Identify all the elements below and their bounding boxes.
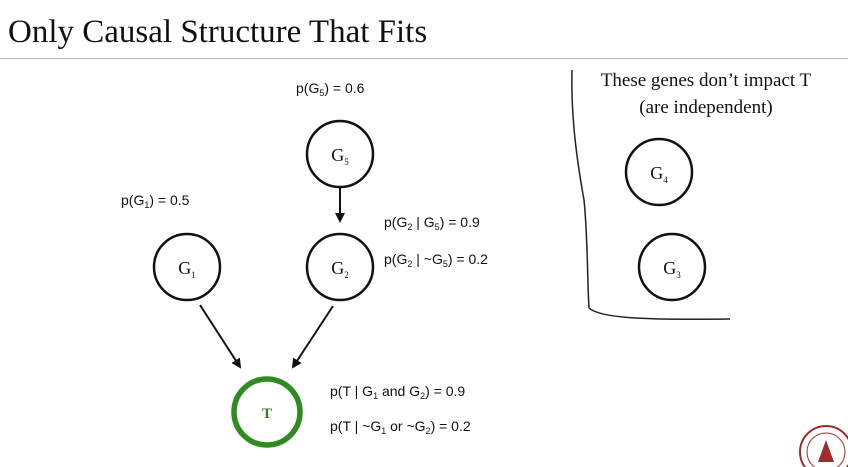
edge-g1-t [199,304,242,369]
node-g1: G1 [152,232,222,302]
prob-t-given-g1-and-g2: p(T | G1 and G2) = 0.9 [330,383,465,401]
svg-text:G3: G3 [663,258,681,280]
node-g2: G2 [305,232,375,302]
prob-g2-given-g5: p(G2 | G5) = 0.9 [384,214,480,232]
prob-g2-given-not-g5: p(G2 | ~G5) = 0.2 [384,251,488,269]
independent-note-line1: These genes don’t impact T [601,70,812,91]
svg-text:G4: G4 [650,163,668,185]
slide-title: Only Causal Structure That Fits [8,14,428,50]
svg-text:G5: G5 [331,145,349,167]
node-t: T [231,376,303,448]
node-g5: G5 [305,119,375,189]
prob-g1: p(G1) = 0.5 [121,192,190,210]
prob-t-given-not-g1-or-not-g2: p(T | ~G1 or ~G2) = 0.2 [330,418,471,436]
hand-drawn-bracket [571,69,731,320]
svg-text:T: T [262,406,272,422]
independent-genes-box: These genes don’t impact T (are independ… [571,69,812,320]
node-g4: G4 [624,137,694,207]
prob-g5: p(G5) = 0.6 [296,80,365,98]
independent-note-line2: (are independent) [639,97,772,118]
title-divider [0,58,848,59]
svg-text:G1: G1 [178,258,196,280]
svg-text:G2: G2 [331,258,349,280]
edge-g2-t [291,305,334,369]
node-g3: G3 [637,232,707,302]
university-seal-logo [799,425,848,467]
